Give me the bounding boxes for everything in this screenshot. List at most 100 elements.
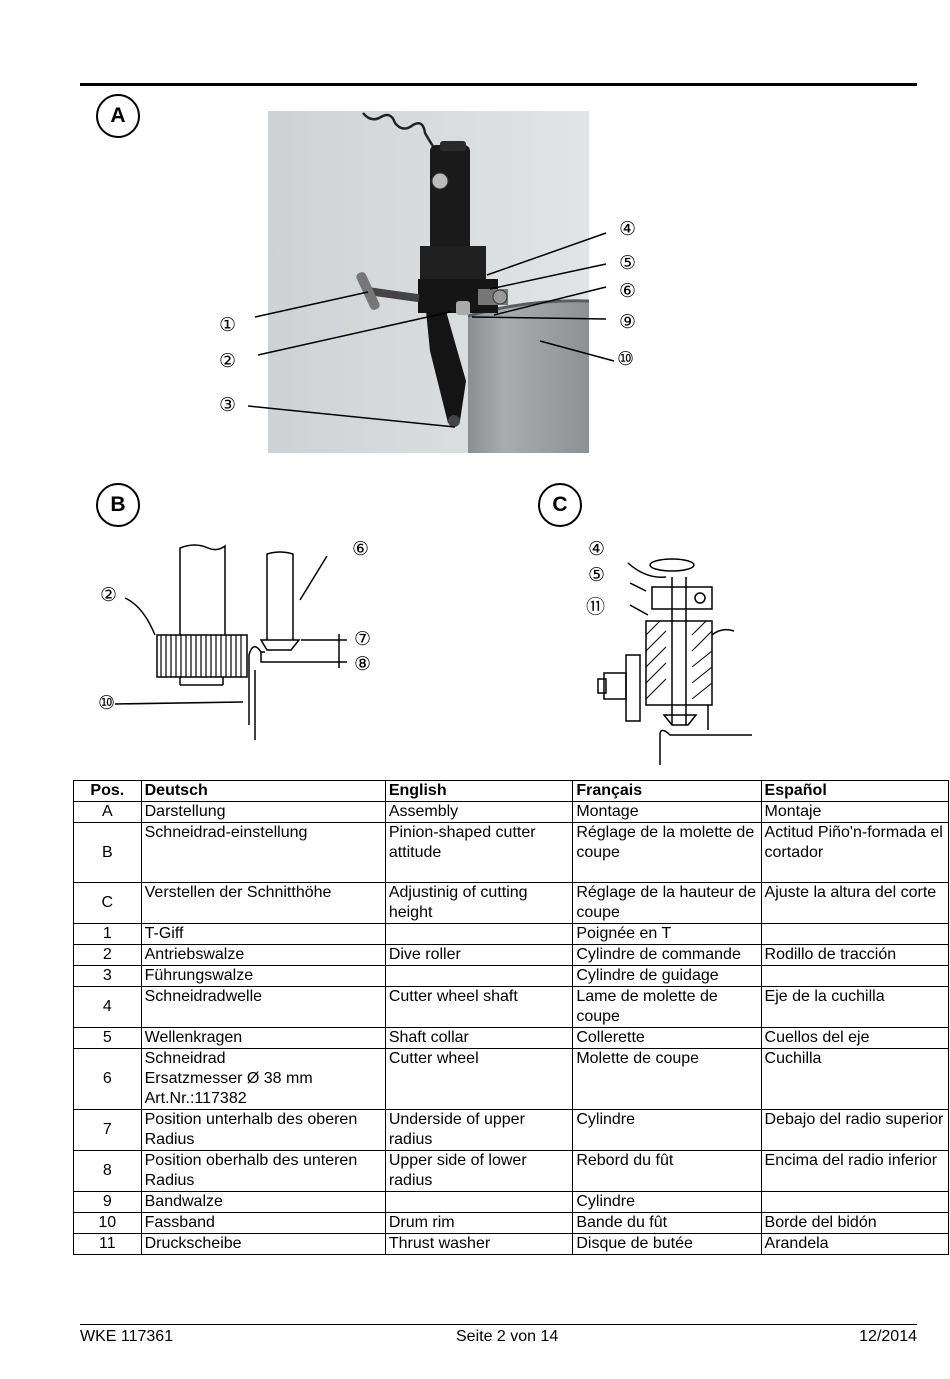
table-cell: Cutter wheel <box>384 1048 574 1110</box>
table-cell <box>384 965 574 987</box>
table-row: B Schneidrad-einstellung Pinion-shaped c… <box>73 822 950 883</box>
figure-b-callout-8: ⑧ <box>354 654 372 675</box>
table-cell: Wellenkragen <box>140 1027 386 1049</box>
table-cell: Bandwalze <box>140 1191 386 1213</box>
table-cell: Actitud Piño'n-formada el cortador <box>760 822 950 883</box>
table-cell: Darstellung <box>140 801 386 823</box>
table-row: 2 Antriebswalze Dive roller Cylindre de … <box>73 944 950 966</box>
table-row: C Verstellen der Schnitthöhe Adjustinig … <box>73 882 950 924</box>
header-pos: Pos. <box>73 780 142 802</box>
table-cell: Cylindre <box>572 1109 762 1151</box>
table-cell: Montage <box>572 801 762 823</box>
table-cell: 3 <box>73 965 142 987</box>
table-row: 4 Schneidradwelle Cutter wheel shaft Lam… <box>73 986 950 1028</box>
table-cell: Underside of upper radius <box>384 1109 574 1151</box>
figure-a-callout-2: ② <box>219 351 237 372</box>
table-cell: Adjustinig of cutting height <box>384 882 574 924</box>
table-cell: Molette de coupe <box>572 1048 762 1110</box>
table-cell <box>760 1191 950 1213</box>
table-cell: Thrust washer <box>384 1233 574 1255</box>
footer-date: 12/2014 <box>859 1328 917 1345</box>
table-cell: Upper side of lower radius <box>384 1150 574 1192</box>
table-cell: 6 <box>73 1048 142 1110</box>
table-cell: Schneidrad-einstellung <box>140 822 386 883</box>
footer-page-number: Seite 2 von 14 <box>456 1328 559 1345</box>
figure-c-callout-4: ④ <box>588 539 606 560</box>
table-cell: T-Giff <box>140 923 386 945</box>
figure-a-callout-5: ⑤ <box>619 253 637 274</box>
figure-a-callout-6: ⑥ <box>619 281 637 302</box>
table-cell: 8 <box>73 1150 142 1192</box>
table-row: 5 Wellenkragen Shaft collar Collerette C… <box>73 1027 950 1049</box>
table-cell: Schneidrad Ersatzmesser Ø 38 mm Art.Nr.:… <box>140 1048 386 1110</box>
table-cell: Réglage de la molette de coupe <box>572 822 762 883</box>
table-row: A Darstellung Assembly Montage Montaje <box>73 801 950 823</box>
figure-c-callout-11: ⑪ <box>586 597 606 618</box>
table-cell: Assembly <box>384 801 574 823</box>
header-francais: Français <box>572 780 762 802</box>
table-row: 3 Führungswalze Cylindre de guidage <box>73 965 950 987</box>
header-deutsch: Deutsch <box>140 780 386 802</box>
table-row: 7 Position unterhalb des oberen Radius U… <box>73 1109 950 1151</box>
table-cell: Schneidradwelle <box>140 986 386 1028</box>
figure-a-photo <box>268 111 589 453</box>
table-cell: Cutter wheel shaft <box>384 986 574 1028</box>
table-cell: Eje de la cuchilla <box>760 986 950 1028</box>
figure-b-callout-7: ⑦ <box>354 629 372 650</box>
table-cell: A <box>73 801 142 823</box>
table-cell: Drum rim <box>384 1212 574 1234</box>
footer-rule <box>80 1324 917 1325</box>
table-cell: B <box>73 822 142 883</box>
table-cell: Rodillo de tracción <box>760 944 950 966</box>
table-cell: Borde del bidón <box>760 1212 950 1234</box>
table-cell: Collerette <box>572 1027 762 1049</box>
table-cell: Arandela <box>760 1233 950 1255</box>
figure-a-callout-3: ③ <box>219 395 237 416</box>
table-cell: Shaft collar <box>384 1027 574 1049</box>
table-cell: 7 <box>73 1109 142 1151</box>
table-row: 8 Position oberhalb des unteren Radius U… <box>73 1150 950 1192</box>
table-row: 1 T-Giff Poignée en T <box>73 923 950 945</box>
figure-a-callout-1: ① <box>219 315 237 336</box>
figure-b-callout-6: ⑥ <box>352 539 370 560</box>
table-cell: Position oberhalb des unteren Radius <box>140 1150 386 1192</box>
figure-a-leader-lines <box>247 232 615 428</box>
table-cell: Réglage de la hauteur de coupe <box>572 882 762 924</box>
table-row: 6 Schneidrad Ersatzmesser Ø 38 mm Art.Nr… <box>73 1048 950 1110</box>
table-cell <box>760 923 950 945</box>
table-cell <box>384 1191 574 1213</box>
table-cell: Montaje <box>760 801 950 823</box>
table-cell: Cylindre de guidage <box>572 965 762 987</box>
table-cell: Cuellos del eje <box>760 1027 950 1049</box>
figure-a-callout-10: ⑩ <box>617 349 635 370</box>
table-cell: 5 <box>73 1027 142 1049</box>
figure-c-label: C <box>538 483 582 527</box>
table-cell: Antriebswalze <box>140 944 386 966</box>
figure-a-callout-9: ⑨ <box>619 312 637 333</box>
table-cell: 1 <box>73 923 142 945</box>
table-cell: C <box>73 882 142 924</box>
figure-c-callout-5: ⑤ <box>588 565 606 586</box>
table-cell: Rebord du fût <box>572 1150 762 1192</box>
parts-table: Pos. Deutsch English Français Español A … <box>73 780 950 1255</box>
table-cell: Druckscheibe <box>140 1233 386 1255</box>
figure-a-callout-4: ④ <box>619 219 637 240</box>
table-row: 9 Bandwalze Cylindre <box>73 1191 950 1213</box>
header-espanol: Español <box>760 780 950 802</box>
header-rule <box>80 83 917 86</box>
table-cell: Fassband <box>140 1212 386 1234</box>
table-cell: 4 <box>73 986 142 1028</box>
table-cell: Ajuste la altura del corte <box>760 882 950 924</box>
table-cell <box>384 923 574 945</box>
table-cell: Debajo del radio superior <box>760 1109 950 1151</box>
table-cell <box>760 965 950 987</box>
table-cell: 9 <box>73 1191 142 1213</box>
figure-b-callout-2: ② <box>100 585 118 606</box>
table-cell: Poignée en T <box>572 923 762 945</box>
table-cell: Position unterhalb des oberen Radius <box>140 1109 386 1151</box>
table-cell: 11 <box>73 1233 142 1255</box>
table-cell: Encima del radio inferior <box>760 1150 950 1192</box>
figure-c-diagram <box>597 558 752 765</box>
table-cell: Cylindre de commande <box>572 944 762 966</box>
figure-a-label: A <box>96 94 140 138</box>
